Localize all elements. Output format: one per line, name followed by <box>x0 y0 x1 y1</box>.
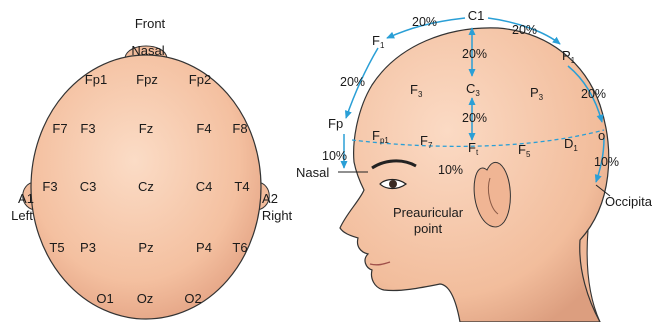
electrode-p4: P4 <box>196 240 212 255</box>
side-view-diagram: C1 F1 P1 F3 C3 P3 Fp Fp1 F7 Ft F5 D1 o 2… <box>296 8 653 322</box>
head-side-view <box>340 28 609 322</box>
nasal-label-top: Nasal <box>131 43 164 58</box>
pct-center-upper: 20% <box>462 47 487 61</box>
pct-occipita: 10% <box>594 155 619 169</box>
label-fp: Fp <box>328 116 343 131</box>
pct-back: 20% <box>581 87 606 101</box>
electrode-t6: T6 <box>232 240 247 255</box>
pct-top-left: 20% <box>412 15 437 29</box>
pct-preauricular: 10% <box>438 163 463 177</box>
electrode-o1: O1 <box>96 291 113 306</box>
label-preauricular: Preauricular <box>393 205 464 220</box>
electrode-f3-lower: F3 <box>42 179 57 194</box>
electrode-o2: O2 <box>184 291 201 306</box>
pct-front: 20% <box>340 75 365 89</box>
label-p1: P1 <box>562 48 576 65</box>
electrode-fp2: Fp2 <box>189 72 211 87</box>
electrode-cz: Cz <box>138 179 154 194</box>
ear-a1: A1 <box>18 191 34 206</box>
electrode-c4: C4 <box>196 179 213 194</box>
electrode-f4: F4 <box>196 121 211 136</box>
electrode-fz: Fz <box>139 121 153 136</box>
electrode-f7: F7 <box>52 121 67 136</box>
electrode-t4: T4 <box>234 179 249 194</box>
electrode-fp1: Fp1 <box>85 72 107 87</box>
pct-nasal: 10% <box>322 149 347 163</box>
label-nasal-side: Nasal <box>296 165 329 180</box>
electrode-pz: Pz <box>138 240 153 255</box>
electrode-f8: F8 <box>232 121 247 136</box>
left-label: Left <box>11 208 33 223</box>
pct-top-right: 20% <box>512 23 537 37</box>
label-f1: F1 <box>372 33 385 50</box>
electrode-fpz: Fpz <box>136 72 158 87</box>
label-preauricular-point: point <box>414 221 443 236</box>
pupil <box>389 180 397 188</box>
electrode-t5: T5 <box>49 240 64 255</box>
electrode-f3-upper: F3 <box>80 121 95 136</box>
electrode-c3: C3 <box>80 179 97 194</box>
electrode-oz: Oz <box>137 291 154 306</box>
top-view-diagram: Front Nasal Fp1 Fpz Fp2 F7 F3 Fz F4 F8 F… <box>11 16 292 319</box>
right-label: Right <box>262 208 293 223</box>
electrode-p3: P3 <box>80 240 96 255</box>
pct-center-lower: 20% <box>462 111 487 125</box>
label-o: o <box>598 128 605 143</box>
label-occipita: Occipita <box>605 194 653 209</box>
label-c1: C1 <box>468 8 485 23</box>
ear-a2: A2 <box>262 191 278 206</box>
front-label: Front <box>135 16 166 31</box>
